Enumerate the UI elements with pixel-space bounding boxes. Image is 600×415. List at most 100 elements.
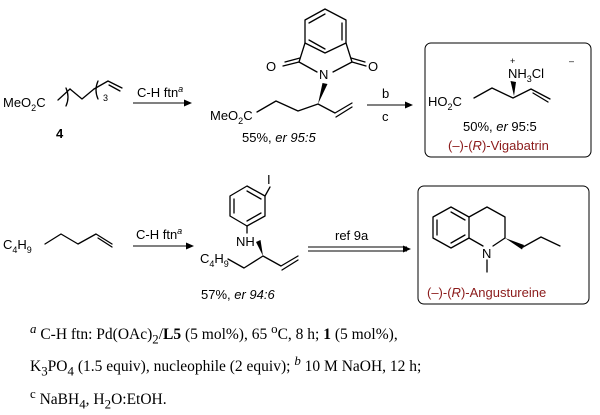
angustureine-name-suffix: )-Angustureine: [461, 285, 546, 300]
footnote-c-sup: c: [30, 385, 36, 401]
vigabatrin-backbone: [473, 87, 551, 100]
product-ester-tail: C: [243, 108, 252, 123]
step2-ch-ftn-sup: a: [177, 226, 182, 236]
ring-nitrogen: N: [482, 246, 491, 261]
chloride-minus: –: [569, 56, 574, 66]
vigabatrin-name-prefix: (–)-(: [448, 138, 473, 153]
product-backbone: [256, 100, 353, 114]
vigabatrin-er-label: er: [496, 119, 508, 134]
footnote-line-3: c NaBH4, H2O:EtOH.: [30, 385, 167, 411]
repeat-bracket-left: [65, 87, 69, 107]
svg-text:50%, er 95:5: 50%, er 95:5: [463, 119, 537, 134]
compound-1: 1: [323, 326, 331, 344]
sm2-H-sub: 9: [27, 245, 32, 255]
propyl-chain: [522, 236, 561, 248]
svg-text:(–)-(R)-Angustureine: (–)-(R)-Angustureine: [427, 285, 546, 300]
arrow-ch-ftn-2: C-H ftna: [133, 226, 194, 250]
sm-ester-subscript: 2: [31, 103, 36, 113]
svg-text:MeO2C: MeO2C: [210, 108, 253, 126]
footnote-a-sup: a: [30, 321, 37, 336]
acid-sub: 2: [448, 102, 453, 112]
svg-text:MeO2C: MeO2C: [3, 95, 46, 113]
conditions-footnote: a C-H ftn: Pd(OAc)2/L5 (5 mol%), 65 oC, …: [30, 318, 596, 415]
angustureine-frame: [417, 185, 590, 305]
sm-ester-text: MeO: [3, 95, 31, 110]
sm-ester-tail: C: [36, 95, 45, 110]
phthalimide-product: O O N MeO2C 55%, er 95:5: [210, 8, 378, 145]
vigabatrin-box: + – NH3Cl HO2C 50%, er 95:5 (–)-(R)-Viga…: [424, 42, 592, 158]
prod2-C: C: [200, 251, 209, 266]
angustureine-name-prefix: (–)-(: [427, 285, 452, 300]
svg-text:HO2C: HO2C: [428, 94, 462, 112]
sm-chain-bond: [57, 88, 71, 101]
aniline-product: I NH C4H9 57%, er 94:6: [200, 172, 299, 302]
ligand-L5: L5: [163, 326, 182, 344]
footnote-line-2: K3PO4 (1.5 equiv), nucleophile (2 equiv)…: [30, 353, 422, 379]
step-c-label: c: [382, 109, 389, 124]
sm2-chain: [44, 233, 113, 245]
quinoline-benzo-ring: [432, 206, 470, 249]
product-ester-sub: 2: [238, 116, 243, 126]
vigabatrin-frame: [424, 42, 592, 158]
product2-yield: 57%,: [201, 287, 234, 302]
arrowhead: [186, 242, 194, 250]
step-ch-ftn-label: C-H ftn: [137, 85, 178, 100]
svg-text:C-H ftna: C-H ftna: [136, 226, 182, 242]
ammonium-text: NH: [508, 66, 527, 81]
vigabatrin-yield: 50%,: [463, 119, 496, 134]
sm2-H: H: [17, 237, 26, 252]
product-yield: 55%,: [242, 130, 275, 145]
starting-alkene: C4H9: [3, 233, 113, 255]
prod2-H-sub: 9: [224, 259, 229, 269]
arrowhead: [403, 245, 411, 253]
prod2-H: H: [214, 251, 223, 266]
vigabatrin-er-value: 95:5: [508, 119, 537, 134]
aniline-NH: NH: [236, 234, 255, 249]
angustureine-box: N (–)-(R)-Angustureine: [417, 185, 590, 305]
iodine-atom: I: [267, 172, 271, 187]
sm2-C: C: [3, 237, 12, 252]
tetrahydro-ring: [468, 206, 506, 239]
arrowhead: [405, 101, 413, 109]
product2-er: er 94:6: [234, 287, 275, 302]
repeat-bracket-right: [95, 80, 99, 100]
footnote-b-sup: b: [294, 353, 301, 369]
svg-text:57%, er 94:6: 57%, er 94:6: [201, 287, 275, 302]
vigabatrin-name-suffix: )-Vigabatrin: [482, 138, 549, 153]
acid-tail: C: [453, 94, 462, 109]
stereo-wedge: [256, 240, 263, 256]
sm-alkene-double: [108, 84, 121, 92]
footnote-line-1: a C-H ftn: Pd(OAc)2/L5 (5 mol%), 65 oC, …: [30, 321, 398, 347]
svg-text:55%, er 95:5: 55%, er 95:5: [242, 130, 316, 145]
imide-nitrogen: N: [319, 67, 328, 82]
imide-oxygen-right: O: [368, 59, 378, 74]
sm-chain-repeat: [69, 88, 95, 100]
product-er: er 95:5: [275, 130, 316, 145]
angustureine-name-R: R: [452, 285, 461, 300]
step2-ch-ftn-label: C-H ftn: [136, 227, 177, 242]
ammonium-sub: 3: [527, 74, 532, 84]
arrow-b-c: b c: [367, 86, 413, 124]
svg-text:NH3Cl: NH3Cl: [508, 66, 544, 84]
product-ester-text: MeO: [210, 108, 238, 123]
acid-text: HO: [428, 94, 448, 109]
aniline-backbone: [227, 255, 299, 269]
imide-oxygen-left: O: [266, 59, 276, 74]
svg-text:C4H9: C4H9: [200, 251, 229, 269]
phthalimide-benzene-ring: [304, 8, 347, 54]
repeat-count: 3: [103, 93, 108, 103]
sm-alkene-bond: [93, 80, 123, 90]
ammonium-plus: +: [510, 56, 515, 66]
sm2-C-sub: 4: [12, 245, 17, 255]
ammonium-tail: Cl: [532, 66, 544, 81]
stereo-wedge: [318, 83, 328, 104]
starting-material-4: MeO2C 3 4: [3, 80, 123, 141]
vigabatrin-name-R: R: [473, 138, 482, 153]
arrowhead: [184, 99, 192, 107]
svg-text:C4H9: C4H9: [3, 237, 32, 255]
arrow-ref-9a: ref 9a: [308, 228, 411, 253]
stereo-wedge: [510, 81, 516, 96]
svg-text:C-H ftna: C-H ftna: [137, 84, 183, 100]
svg-text:(–)-(R)-Vigabatrin: (–)-(R)-Vigabatrin: [448, 138, 549, 153]
ref-9a-label: ref 9a: [335, 228, 369, 243]
